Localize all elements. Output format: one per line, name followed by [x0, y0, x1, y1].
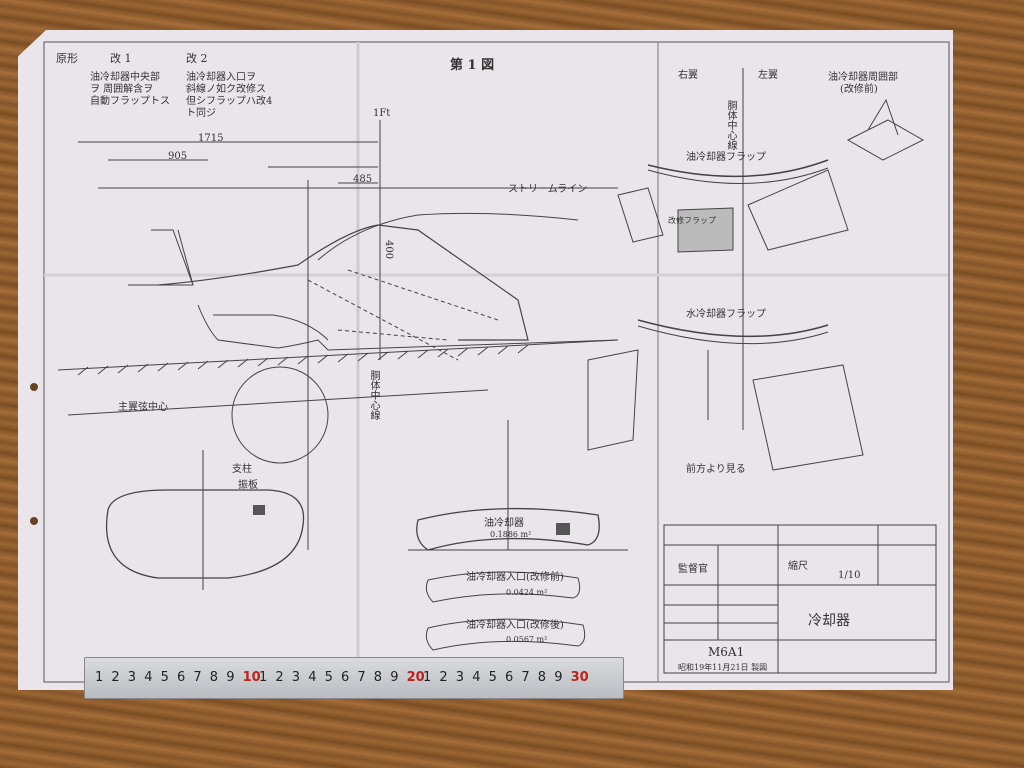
- oil-cooler-section-label: 油冷却器: [484, 518, 524, 529]
- inlet-after-label: 油冷却器入口(改修後): [466, 620, 564, 631]
- water-cooler-flap-label: 水冷却器フラップ: [686, 309, 766, 320]
- ruler-number: 4: [144, 670, 153, 685]
- scale-value: 1/10: [838, 570, 861, 581]
- ruler-number: 1: [259, 670, 268, 685]
- ruler-number: 9: [554, 670, 563, 685]
- note-right-3: 但シフラップハ改4: [186, 96, 273, 107]
- inlet-before-label: 油冷却器入口(改修前): [466, 572, 564, 583]
- ruler-number: 2: [111, 670, 120, 685]
- corner-label: 油冷却器周囲部: [828, 72, 898, 83]
- revision-2: 改 2: [186, 52, 208, 65]
- ruler-number: 1: [95, 670, 104, 685]
- ruler-number: 8: [373, 670, 383, 685]
- blueprint-drawing: [43, 41, 950, 683]
- ruler-number: 4: [472, 670, 481, 685]
- dimension-1ft: 1Ft: [373, 108, 391, 119]
- right-wing-label: 右翼: [678, 70, 698, 81]
- note-right-4: ト同ジ: [186, 108, 216, 119]
- ruler-number: 2: [439, 670, 448, 685]
- ruler-number: 9: [390, 670, 399, 685]
- note-right-1: 油冷却器入口ヲ: [186, 72, 256, 83]
- fuselage-center-label: 胴体中心線: [725, 100, 736, 150]
- ruler-number: 6: [177, 670, 186, 685]
- oil-cooler-flap-label: 油冷却器フラップ: [686, 152, 766, 163]
- drawing-title: 冷却器: [808, 613, 850, 629]
- ruler-number: 5: [160, 670, 169, 685]
- ruler-number: 20: [406, 670, 425, 685]
- revision-1: 改 1: [110, 52, 132, 65]
- note-left-2: ヲ 周囲解含ヲ: [90, 84, 154, 95]
- oil-cooler-area: 0.1886 m²: [490, 530, 532, 539]
- corner-sub-label: (改修前): [840, 84, 878, 95]
- ruler-number: 7: [521, 670, 530, 685]
- approver-label: 監督官: [678, 564, 708, 575]
- ruler-number: 30: [570, 670, 589, 685]
- ruler-number: 8: [209, 670, 219, 685]
- ruler-number: 3: [455, 670, 465, 685]
- front-view-label: 前方より見る: [686, 464, 746, 475]
- ruler-number: 9: [226, 670, 235, 685]
- note-left-3: 自動フラップトス: [90, 96, 170, 107]
- note-left-1: 油冷却器中央部: [90, 72, 160, 83]
- stream-line-label: ストリームライン: [508, 184, 588, 195]
- drawing-date: 昭和19年11月21日 製図: [678, 663, 768, 672]
- dimension-485: 485: [353, 174, 373, 185]
- center-line-label: 胴体中心線: [368, 370, 379, 420]
- blueprint-sheet: 原形 改 1 改 2 油冷却器中央部 ヲ 周囲解含ヲ 自動フラップトス 油冷却器…: [18, 30, 953, 690]
- ground-line-label: 主翼弦中心: [118, 402, 168, 413]
- punch-hole-top: [30, 383, 38, 391]
- model-number: M6A1: [708, 645, 745, 659]
- plate-label: 振板: [238, 480, 258, 491]
- punch-hole-bottom: [30, 517, 38, 525]
- ruler-number: 8: [537, 670, 547, 685]
- strut-label: 支柱: [232, 464, 252, 475]
- ruler-number: 6: [341, 670, 350, 685]
- ruler-number: 3: [291, 670, 301, 685]
- scale-label: 縮尺: [788, 561, 808, 572]
- ruler-number: 5: [488, 670, 497, 685]
- dimension-905: 905: [168, 151, 188, 162]
- ruler-number: 2: [275, 670, 284, 685]
- ruler-number: 10: [242, 670, 261, 685]
- inlet-before-area: 0.0424 m²: [506, 588, 548, 597]
- note-right-2: 斜線ノ如ク改修ス: [186, 84, 266, 95]
- ruler-number: 4: [308, 670, 317, 685]
- modified-flap-label: 改修フラップ: [668, 216, 716, 225]
- inlet-after-area: 0.0567 m²: [506, 635, 548, 644]
- sheet-number: 第 1 図: [450, 58, 495, 73]
- left-wing-label: 左翼: [758, 70, 778, 81]
- ruler-number: 7: [357, 670, 366, 685]
- ruler-number: 1: [423, 670, 432, 685]
- ruler-number: 5: [324, 670, 333, 685]
- ruler-number: 7: [193, 670, 202, 685]
- revision-header: 原形: [56, 52, 78, 65]
- ruler-number: 3: [127, 670, 137, 685]
- dimension-1715: 1715: [198, 133, 224, 144]
- dimension-400: 400: [383, 240, 394, 260]
- ruler-number: 6: [505, 670, 514, 685]
